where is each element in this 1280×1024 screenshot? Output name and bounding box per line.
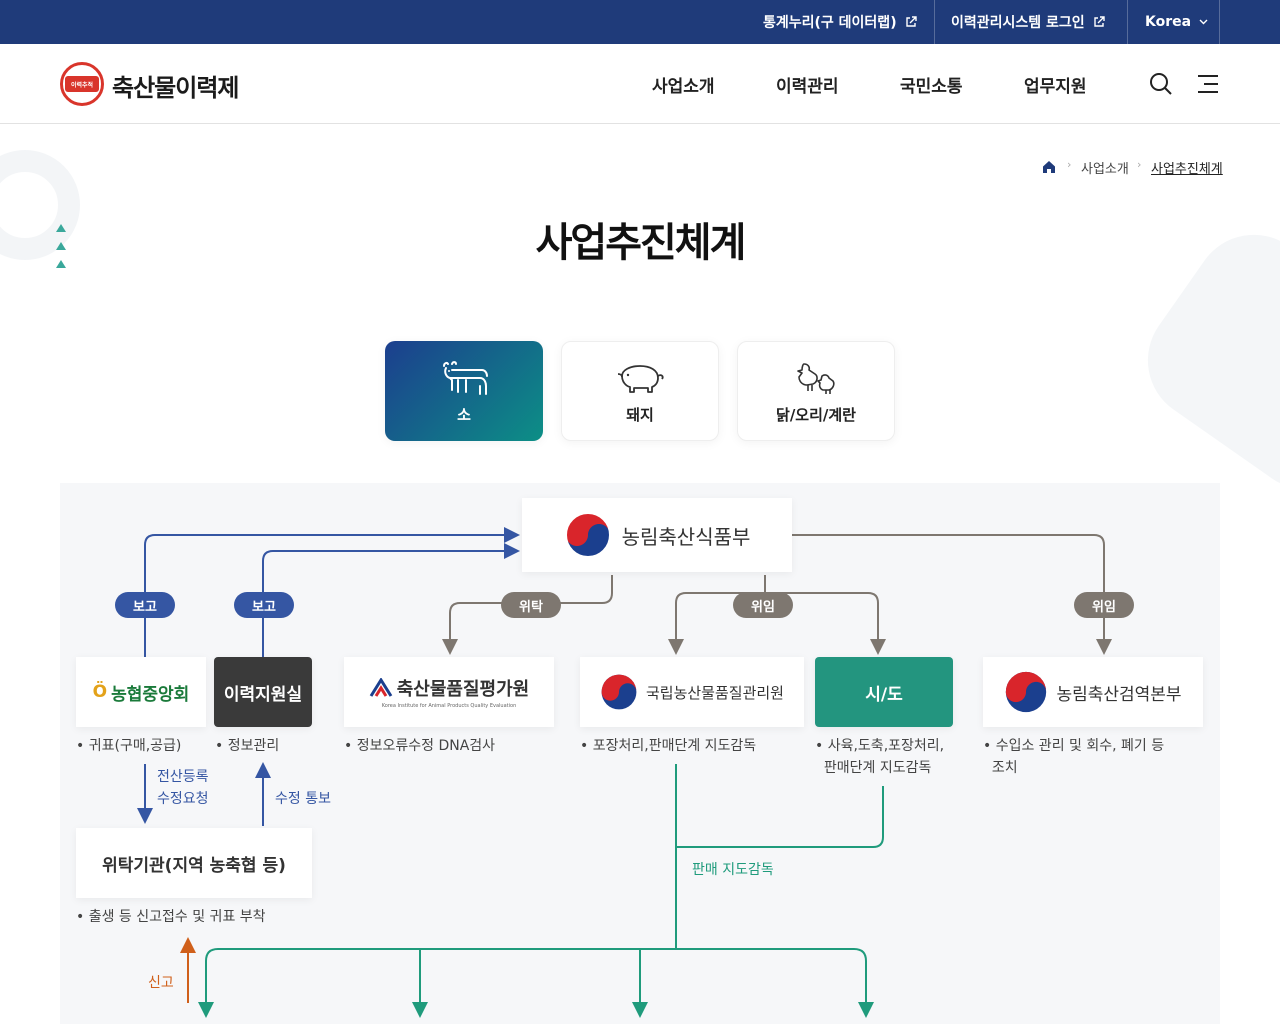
government-emblem-icon — [1006, 671, 1047, 713]
diagram-connectors — [137, 527, 1112, 1018]
language-select[interactable]: Korea — [1145, 0, 1208, 44]
stats-link-label: 통계누리(구 데이터랩) — [763, 15, 897, 31]
note-naqs: • 포장처리,판매단계 지도감독 — [580, 738, 757, 754]
breadcrumb-separator: › — [1067, 158, 1072, 171]
tab-label: 소 — [457, 405, 471, 424]
tab-poultry[interactable]: 닭/오리/계란 — [737, 341, 895, 441]
decor-triangle — [56, 260, 66, 268]
support-office-label: 이력지원실 — [223, 684, 303, 705]
naqs-label: 국립농산물품질관리원 — [645, 683, 784, 702]
language-label: Korea — [1145, 14, 1192, 30]
decor-triangle — [56, 224, 66, 232]
pill-delegate: 위임 — [1074, 592, 1134, 618]
nh-logo-icon: Ö — [92, 682, 108, 702]
ministry-label: 농림축산식품부 — [621, 524, 751, 549]
note-agency: • 출생 등 신고접수 및 귀표 부착 — [76, 909, 266, 925]
decor-triangle — [56, 242, 66, 250]
quarantine-box: 농림축산검역본부 — [983, 657, 1203, 727]
naqs-box: 국립농산물품질관리원 — [580, 657, 804, 727]
agency-box: 위탁기관(지역 농축협 등) — [76, 828, 312, 898]
nav-item-support[interactable]: 업무지원 — [1024, 77, 1087, 97]
home-icon[interactable] — [1042, 160, 1056, 174]
pig-icon — [617, 364, 664, 393]
nav-item-business[interactable]: 사업소개 — [652, 77, 715, 97]
pill-report: 보고 — [115, 592, 175, 618]
breadcrumb-separator: › — [1137, 158, 1142, 171]
site-logo[interactable]: 이력추적 — [60, 62, 104, 106]
system-login-label: 이력관리시스템 로그인 — [951, 15, 1085, 31]
nh-label: 농협중앙회 — [111, 684, 190, 705]
kape-logo-icon — [369, 678, 393, 697]
tab-cattle[interactable]: 소 — [385, 341, 543, 441]
site-header: 이력추적 축산물이력제 사업소개 이력관리 국민소통 업무지원 — [0, 44, 1280, 124]
ministry-box: 농림축산식품부 — [522, 498, 792, 572]
nav-item-history[interactable]: 이력관리 — [776, 77, 839, 97]
label-sales-supervision: 판매 지도감독 — [692, 862, 774, 878]
poultry-icon — [797, 362, 835, 394]
brand-name[interactable]: 축산물이력제 — [112, 74, 239, 102]
menu-icon[interactable] — [1196, 72, 1220, 96]
nav-item-communication[interactable]: 국민소통 — [900, 77, 963, 97]
cow-icon — [443, 360, 488, 395]
external-link-icon — [905, 16, 917, 27]
label-report: 신고 — [148, 975, 174, 991]
quality-institute-label: 축산물품질평가원 — [396, 679, 530, 700]
search-icon[interactable] — [1149, 72, 1173, 96]
note-quality: • 정보오류수정 DNA검사 — [344, 738, 496, 754]
tab-label: 돼지 — [626, 405, 654, 424]
note-nh: • 귀표(구매,공급) — [76, 738, 182, 754]
nh-box: Ö 농협중앙회 — [76, 657, 206, 727]
city-province-label: 시/도 — [865, 684, 903, 705]
chevron-down-icon — [1199, 19, 1208, 25]
government-emblem-icon — [564, 512, 611, 558]
logo-text: 이력추적 — [65, 76, 99, 92]
quality-institute-box: 축산물품질평가원 Korea Institute for Animal Prod… — [344, 657, 554, 727]
stats-link[interactable]: 통계누리(구 데이터랩) — [763, 0, 917, 44]
agency-label: 위탁기관(지역 농축협 등) — [102, 855, 286, 876]
city-province-box: 시/도 — [815, 657, 953, 727]
breadcrumb-business[interactable]: 사업소개 — [1081, 162, 1129, 177]
quality-institute-subtitle: Korea Institute for Animal Products Qual… — [381, 703, 517, 709]
pill-report: 보고 — [234, 592, 294, 618]
organization-diagram: 농림축산식품부 보고 보고 위탁 위임 위임 Ö 농협중앙회 이력지원실 축산물… — [60, 483, 1220, 1024]
tab-pig[interactable]: 돼지 — [561, 341, 719, 441]
label-fix-notice: 수정 통보 — [275, 791, 331, 807]
system-login-link[interactable]: 이력관리시스템 로그인 — [951, 0, 1105, 44]
government-emblem-icon — [601, 674, 637, 710]
quarantine-label: 농림축산검역본부 — [1056, 684, 1182, 705]
tab-label: 닭/오리/계란 — [776, 405, 856, 424]
breadcrumb-current[interactable]: 사업추진체계 — [1151, 162, 1223, 177]
page-title: 사업추진체계 — [535, 220, 747, 266]
utility-bar: 통계누리(구 데이터랩) 이력관리시스템 로그인 Korea — [0, 0, 1280, 44]
pill-entrust: 위탁 — [501, 592, 561, 618]
support-office-box: 이력지원실 — [214, 657, 312, 727]
note-quarantine: • 수입소 관리 및 회수, 폐기 등 조치 — [983, 738, 1165, 776]
note-support: • 정보관리 — [215, 738, 280, 754]
pill-delegate: 위임 — [733, 592, 793, 618]
external-link-icon — [1093, 16, 1105, 27]
note-city: • 사육,도축,포장처리, 판매단계 지도감독 — [815, 738, 945, 776]
